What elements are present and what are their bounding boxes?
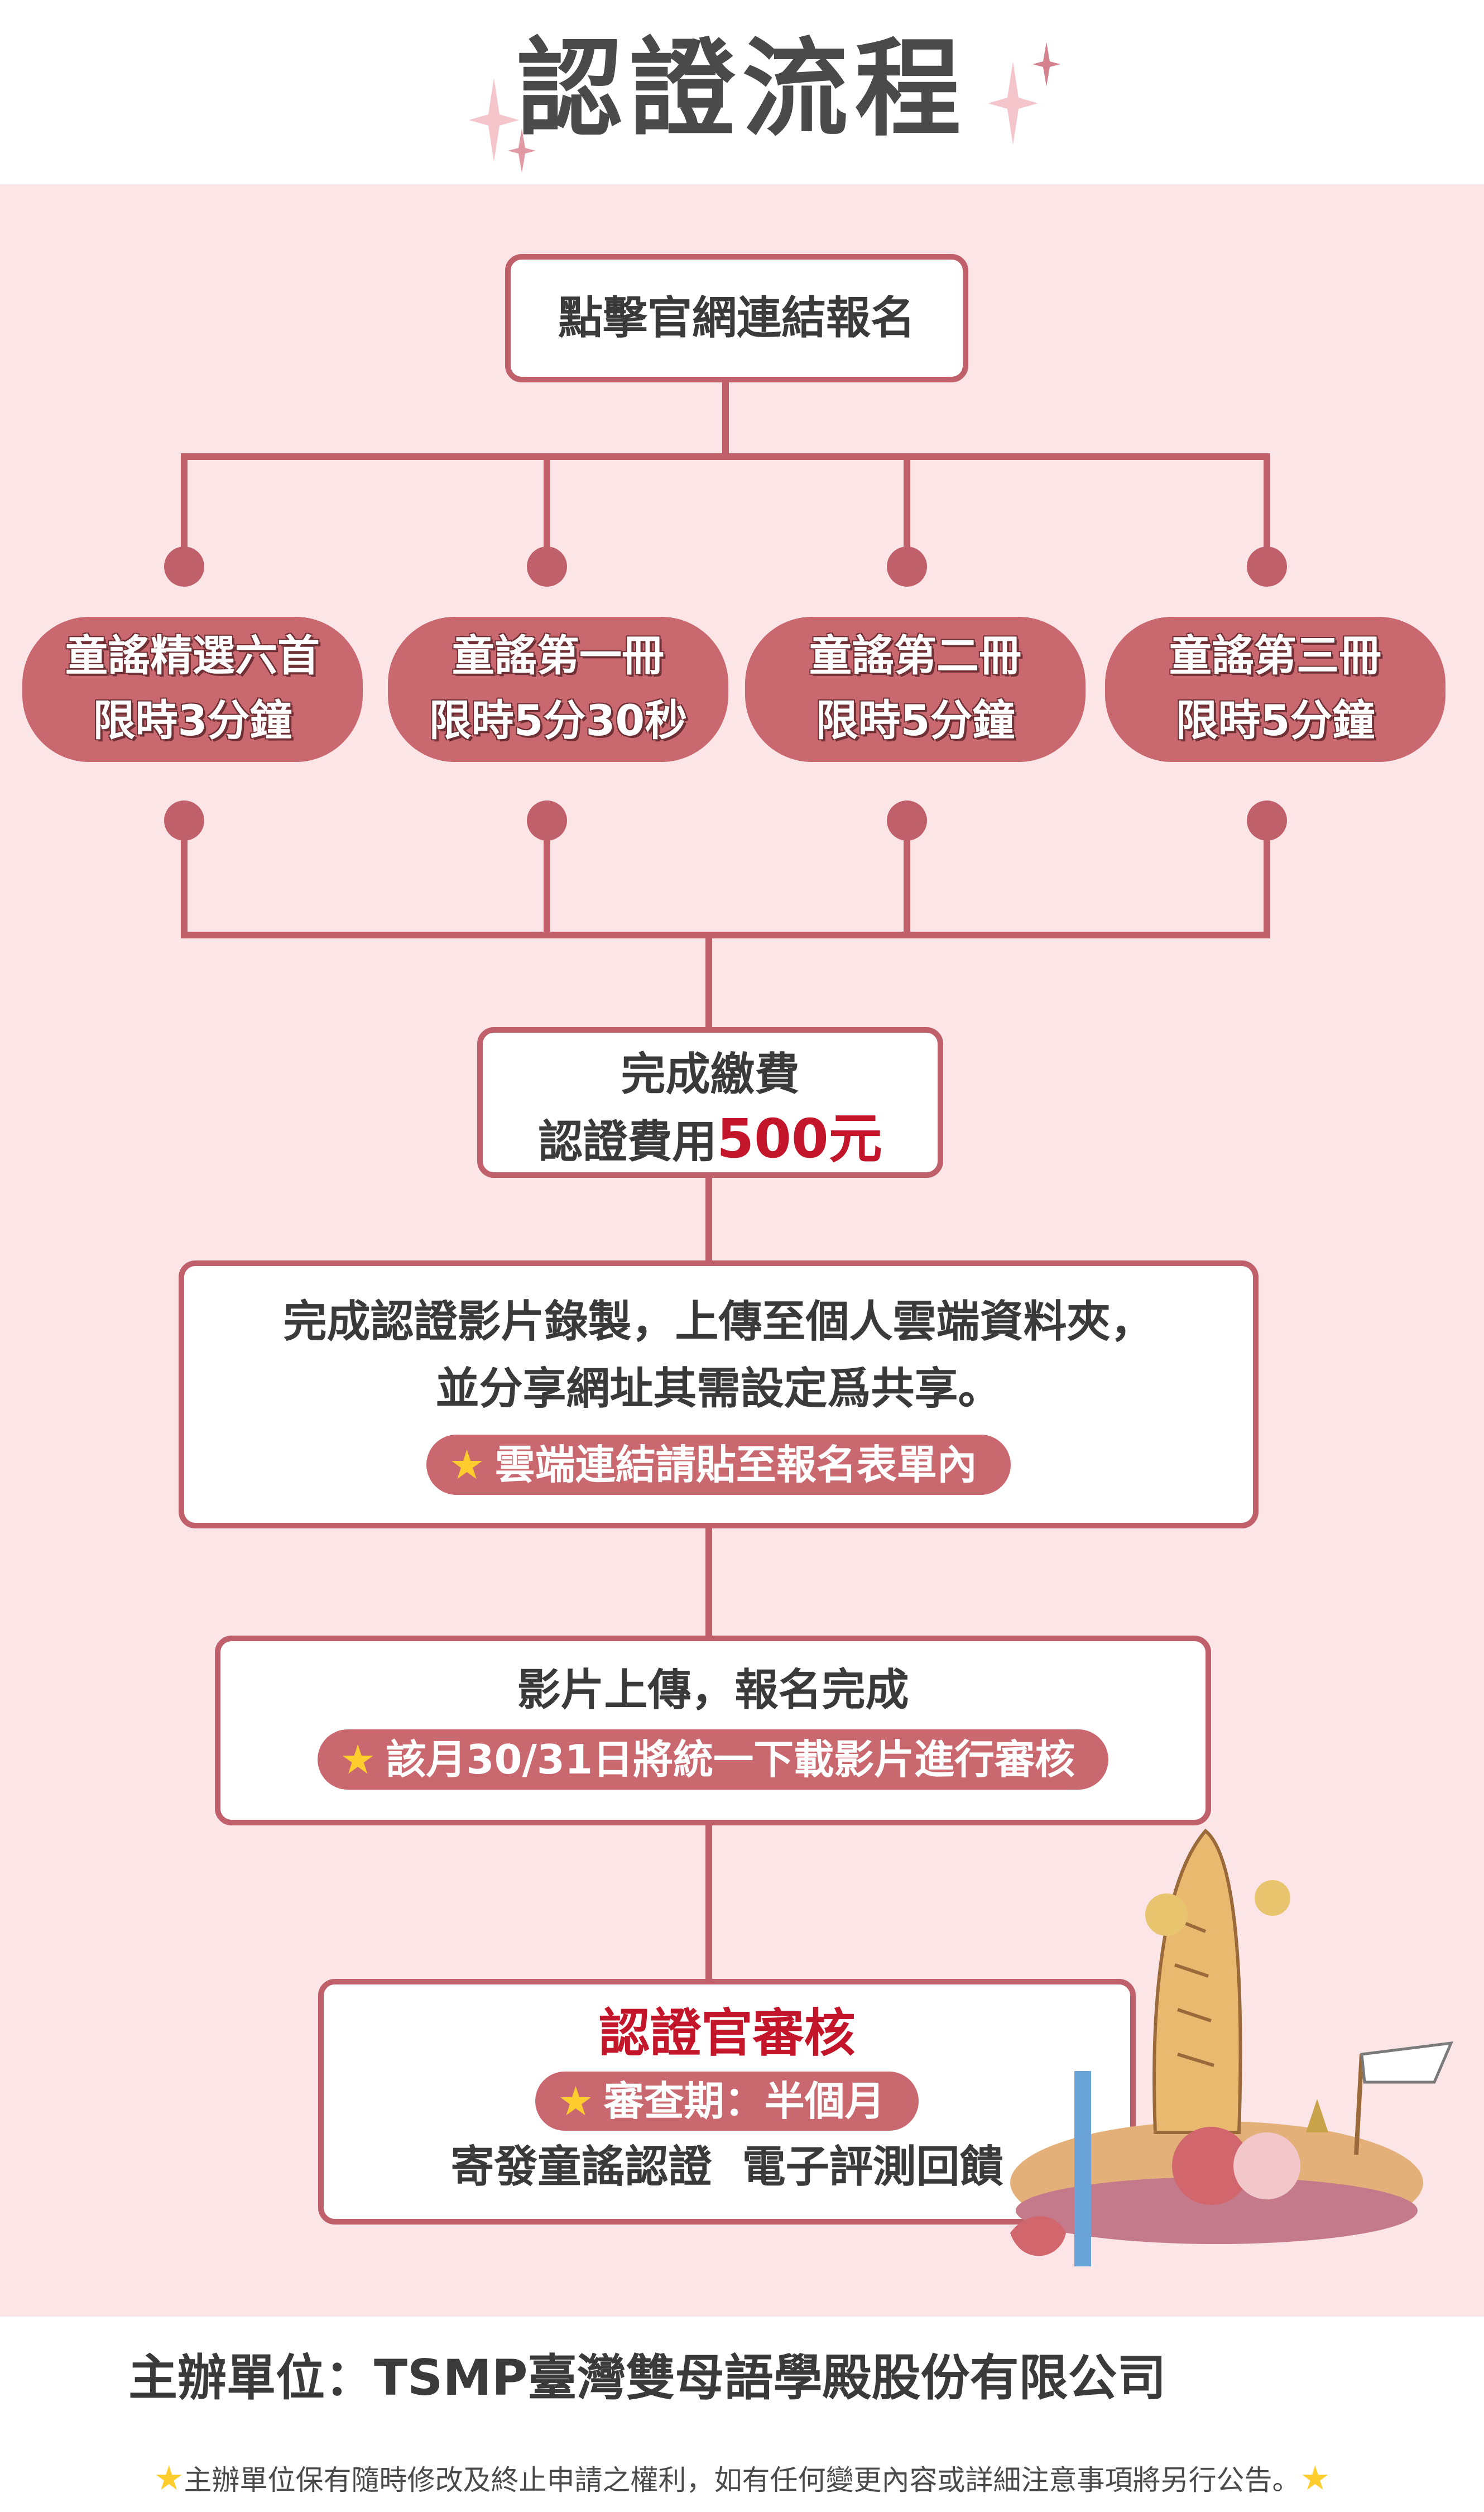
- decorative-illustration: [1010, 1828, 1454, 2266]
- upload-instruction-line2: 並分享網址其需設定爲共享。: [435, 1364, 1002, 1414]
- sparkle-icon: [988, 61, 1038, 145]
- option-title: 童謠第三冊: [1169, 631, 1381, 680]
- review-period-text: 審查期：半個月: [603, 2078, 885, 2125]
- footer: [0, 2317, 1484, 2512]
- sparkle-icon: [1032, 42, 1060, 87]
- header: [0, 0, 1484, 184]
- review-result: 寄發童謠認證 電子評測回饋: [450, 2142, 1003, 2192]
- disclaimer: ★主辦單位保有隨時修改及終止申請之權利，如有任何變更內容或詳細注意事項將另行公告…: [0, 2456, 1484, 2503]
- upload-note: ★雲端連結請貼至報名表單內: [426, 1435, 1011, 1495]
- register-step-label: 點擊官網連結報名: [558, 292, 915, 344]
- option-pill: 童謠第二冊 限時5分鐘: [745, 617, 1086, 762]
- payment-fee: 認證費用500元: [483, 1105, 938, 1176]
- star-icon: ★: [1300, 2459, 1331, 2498]
- payment-amount: 500元: [717, 1108, 882, 1170]
- star-icon: ★: [339, 1736, 376, 1783]
- payment-title: 完成繳費: [621, 1048, 800, 1100]
- option-title: 童謠第一冊: [452, 631, 664, 680]
- option-title: 童謠精選六首: [65, 631, 320, 680]
- option-time: 限時3分鐘: [93, 696, 292, 745]
- sparkle-icon: [508, 128, 536, 173]
- register-step-box: 點擊官網連結報名: [505, 254, 968, 382]
- organizer-text: 主辦單位：TSMP臺灣雙母語學殿股份有限公司: [128, 2349, 1166, 2406]
- disclaimer-text: 主辦單位保有隨時修改及終止申請之權利，如有任何變更內容或詳細注意事項將另行公告。: [184, 2464, 1300, 2496]
- page-title: 認證流程: [516, 27, 968, 151]
- complete-note: ★該月30/31日將統一下載影片進行審核: [317, 1729, 1109, 1790]
- option-pill: 童謠第一冊 限時5分30秒: [388, 617, 728, 762]
- option-pill: 童謠第三冊 限時5分鐘: [1105, 617, 1445, 762]
- complete-step-box: 影片上傳，報名完成 ★該月30/31日將統一下載影片進行審核: [215, 1636, 1211, 1825]
- complete-note-text: 該月30/31日將統一下載影片進行審核: [386, 1736, 1075, 1783]
- option-time: 限時5分鐘: [815, 696, 1015, 745]
- star-icon: ★: [558, 2078, 594, 2125]
- upload-instruction-line1: 完成認證影片錄製，上傳至個人雲端資料夾，: [283, 1297, 1154, 1347]
- option-time: 限時5分鐘: [1175, 696, 1375, 745]
- review-title: 認證官審核: [598, 2003, 856, 2063]
- star-icon: ★: [449, 1441, 485, 1488]
- payment-fee-label: 認證費用: [538, 1116, 717, 1168]
- option-time: 限時5分30秒: [429, 696, 688, 745]
- upload-note-text: 雲端連結請貼至報名表單內: [494, 1441, 977, 1488]
- payment-step-box: 完成繳費 認證費用500元: [477, 1027, 943, 1178]
- upload-step-box: 完成認證影片錄製，上傳至個人雲端資料夾， 並分享網址其需設定爲共享。 ★雲端連結…: [179, 1260, 1259, 1528]
- review-step-box: 認證官審核 ★審查期：半個月 寄發童謠認證 電子評測回饋: [318, 1979, 1136, 2225]
- review-period: ★審查期：半個月: [535, 2072, 919, 2131]
- complete-title: 影片上傳，報名完成: [517, 1665, 909, 1715]
- sparkle-icon: [469, 78, 519, 162]
- option-title: 童謠第二冊: [809, 631, 1021, 680]
- star-icon: ★: [153, 2459, 184, 2498]
- option-pill: 童謠精選六首 限時3分鐘: [22, 617, 363, 762]
